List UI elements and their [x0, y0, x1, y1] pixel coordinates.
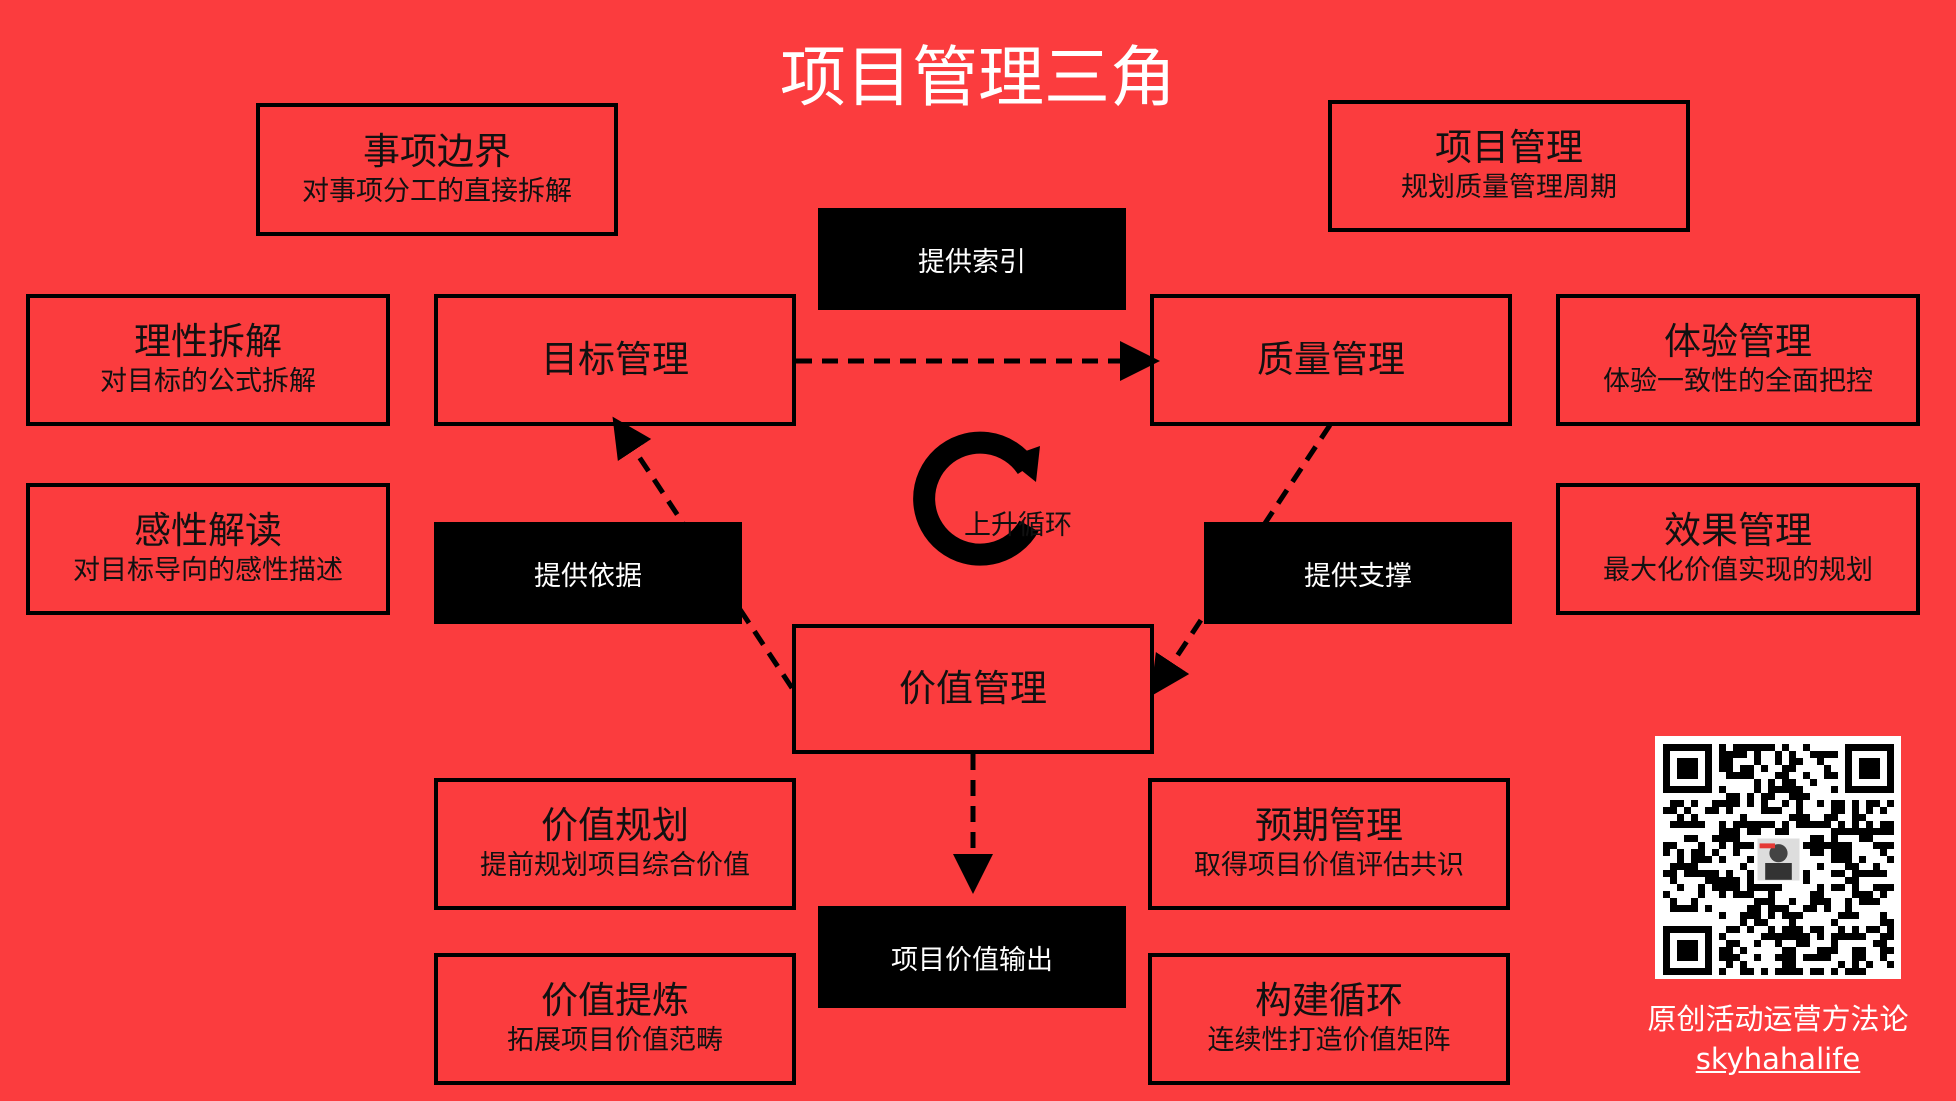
- cycle-label: 上升循环: [964, 510, 1072, 541]
- box-build-cycle: 构建循环 连续性打造价值矩阵: [1148, 953, 1510, 1085]
- qr-code-pattern: [1663, 744, 1894, 975]
- brand-link[interactable]: skyhahalife: [1695, 1042, 1861, 1076]
- box-title: 理性拆解: [134, 320, 282, 363]
- box-title: 价值规划: [541, 804, 689, 847]
- box-value-planning: 价值规划 提前规划项目综合价值: [434, 778, 796, 910]
- cycle-icon: [913, 431, 1040, 566]
- box-subtitle: 对事项分工的直接拆解: [302, 175, 572, 207]
- box-expectation-management: 预期管理 取得项目价值评估共识: [1148, 778, 1510, 910]
- box-subtitle: 规划质量管理周期: [1401, 172, 1617, 203]
- tag-project-value-output: 项目价值输出: [818, 906, 1126, 1008]
- box-rational-breakdown: 理性拆解 对目标的公式拆解: [26, 294, 390, 426]
- box-subtitle: 拓展项目价值范畴: [507, 1025, 723, 1056]
- box-quality-management: 质量管理: [1150, 294, 1512, 426]
- box-title: 构建循环: [1255, 979, 1403, 1022]
- box-goal-management: 目标管理: [434, 294, 796, 426]
- box-subtitle: 最大化价值实现的规划: [1603, 555, 1873, 586]
- box-value-refinement: 价值提炼 拓展项目价值范畴: [434, 953, 796, 1085]
- box-experience-management: 体验管理 体验一致性的全面把控: [1556, 294, 1920, 426]
- box-title: 质量管理: [1257, 338, 1405, 381]
- box-title: 目标管理: [541, 338, 689, 381]
- tag-provide-basis: 提供依据: [434, 522, 742, 624]
- tag-provide-index: 提供索引: [818, 208, 1126, 310]
- tag-provide-support: 提供支撑: [1204, 522, 1512, 624]
- box-event-boundary: 事项边界 对事项分工的直接拆解: [256, 103, 618, 236]
- box-subtitle: 提前规划项目综合价值: [480, 850, 750, 881]
- box-value-management: 价值管理: [792, 624, 1154, 754]
- box-title: 事项边界: [363, 129, 511, 173]
- qr-code: [1655, 736, 1901, 979]
- box-subtitle: 取得项目价值评估共识: [1194, 850, 1464, 881]
- box-subtitle: 对目标导向的感性描述: [73, 555, 343, 586]
- box-project-management: 项目管理 规划质量管理周期: [1328, 100, 1690, 232]
- box-emotional-reading: 感性解读 对目标导向的感性描述: [26, 483, 390, 615]
- box-title: 项目管理: [1435, 126, 1583, 169]
- box-title: 感性解读: [134, 509, 282, 552]
- box-title: 体验管理: [1664, 320, 1812, 363]
- box-subtitle: 连续性打造价值矩阵: [1207, 1025, 1451, 1056]
- box-title: 预期管理: [1255, 804, 1403, 847]
- box-title: 效果管理: [1664, 509, 1812, 552]
- brand-slogan: 原创活动运营方法论: [1647, 1002, 1909, 1036]
- page-title: 项目管理三角: [780, 39, 1176, 116]
- box-subtitle: 体验一致性的全面把控: [1603, 366, 1873, 397]
- box-subtitle: 对目标的公式拆解: [100, 366, 316, 397]
- box-title: 价值管理: [899, 667, 1047, 710]
- box-title: 价值提炼: [541, 979, 689, 1022]
- box-effect-management: 效果管理 最大化价值实现的规划: [1556, 483, 1920, 615]
